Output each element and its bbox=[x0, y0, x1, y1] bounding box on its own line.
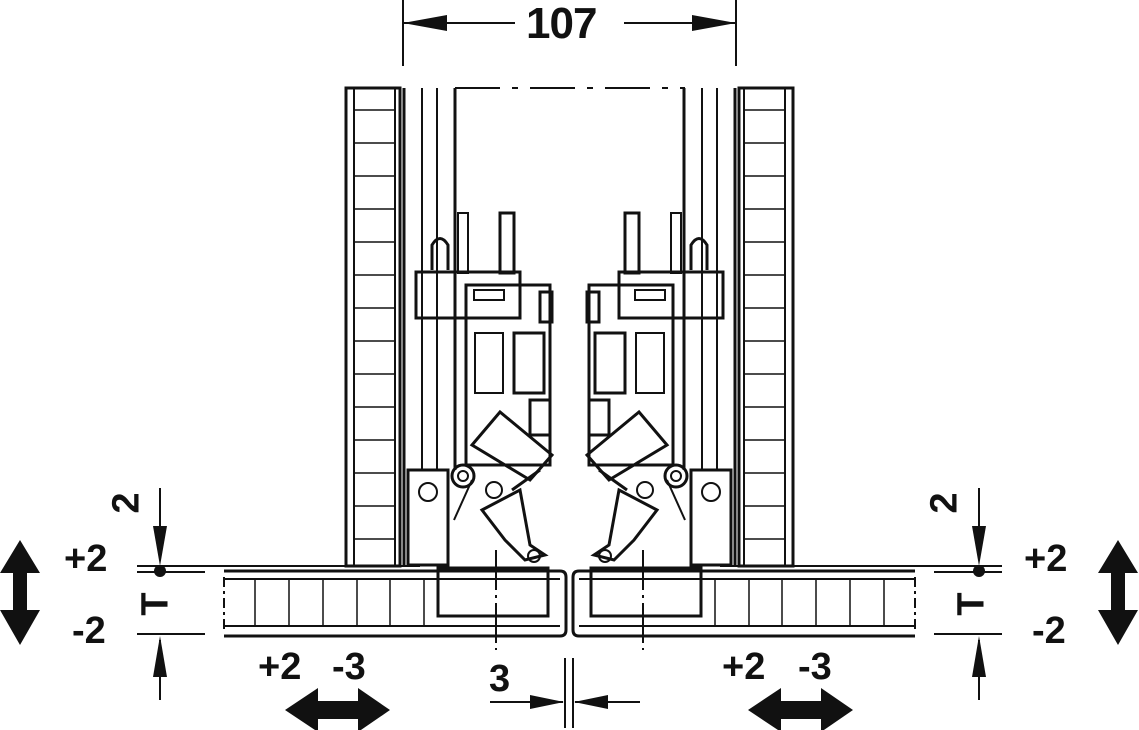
right-vertical-panel bbox=[682, 86, 795, 568]
right-thickness-label: T bbox=[950, 592, 993, 616]
left-thickness-dimension bbox=[137, 488, 420, 700]
right-offset-label: 2 bbox=[923, 492, 966, 514]
left-horizontal-plus-label: +2 bbox=[258, 646, 302, 688]
left-vertical-plus-label: +2 bbox=[64, 538, 108, 580]
left-door-panel bbox=[223, 550, 568, 650]
left-vertical-minus-label: -2 bbox=[72, 610, 106, 652]
right-horizontal-plus-label: +2 bbox=[722, 646, 766, 688]
left-vertical-panel bbox=[344, 86, 457, 568]
gap-label: 3 bbox=[489, 658, 511, 700]
gap-dimension bbox=[490, 658, 640, 728]
overall-width-label: 107 bbox=[526, 0, 597, 48]
left-horizontal-minus-label: -3 bbox=[332, 646, 366, 688]
right-door-panel bbox=[571, 550, 916, 650]
right-horizontal-double-arrow-icon bbox=[748, 688, 853, 730]
right-horizontal-minus-label: -3 bbox=[798, 646, 832, 688]
right-vertical-minus-label: -2 bbox=[1032, 610, 1066, 652]
right-vertical-double-arrow-icon bbox=[1098, 540, 1138, 645]
left-offset-label: 2 bbox=[105, 492, 148, 514]
left-horizontal-double-arrow-icon bbox=[285, 688, 390, 730]
left-vertical-double-arrow-icon bbox=[0, 540, 40, 645]
right-vertical-plus-label: +2 bbox=[1024, 538, 1068, 580]
left-hinge bbox=[406, 211, 555, 618]
dimension-107-lines bbox=[402, 0, 737, 66]
right-thickness-dimension bbox=[720, 488, 1002, 700]
left-thickness-label: T bbox=[134, 592, 177, 616]
right-hinge bbox=[584, 211, 733, 618]
